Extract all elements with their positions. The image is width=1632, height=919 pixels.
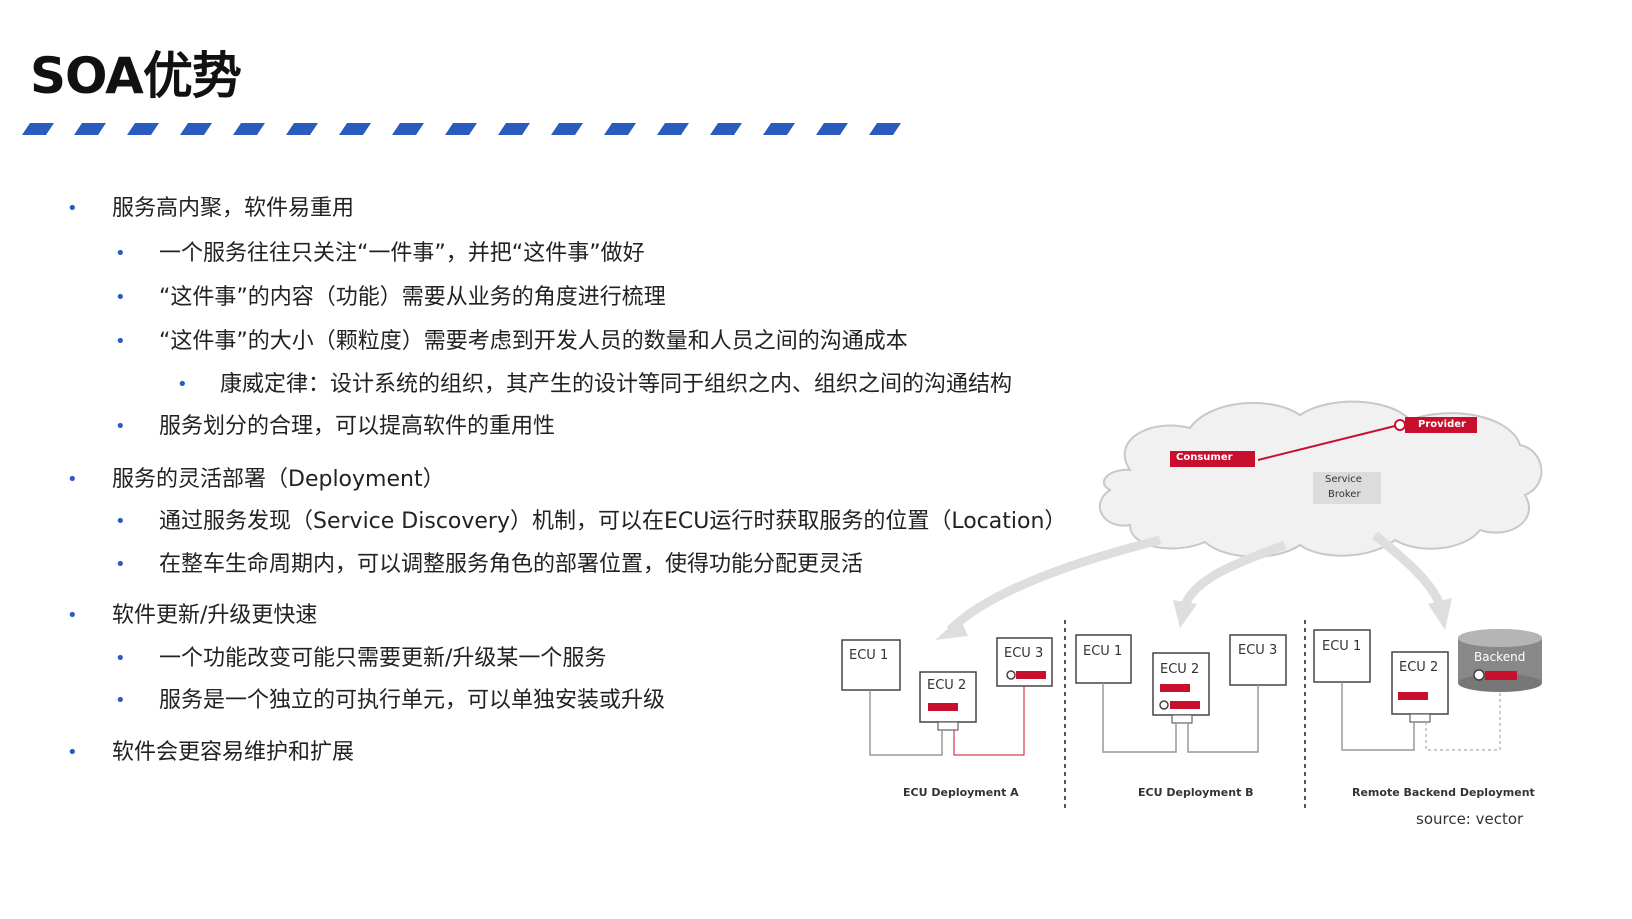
caption-remote-backend: Remote Backend Deployment	[1352, 786, 1535, 799]
list-item: 一个功能改变可能只需要更新/升级某一个服务	[159, 646, 607, 671]
bullet-dot: •	[67, 469, 78, 490]
bullet-dot: •	[67, 605, 78, 626]
bullet-dot: •	[115, 648, 126, 669]
source-note: source: vector	[1416, 810, 1524, 828]
broker-label-2: Broker	[1328, 489, 1361, 500]
ecu2-c-label: ECU 2	[1399, 660, 1439, 675]
caption-deployment-b: ECU Deployment B	[1138, 786, 1254, 799]
bullet-dot: •	[115, 416, 126, 437]
ecu1-b-label: ECU 1	[1083, 644, 1123, 659]
provider-box	[1405, 417, 1477, 433]
ecu3-a-label: ECU 3	[1004, 646, 1044, 661]
ecu1-a-label: ECU 1	[849, 648, 889, 663]
list-item: 服务的灵活部署（Deployment）	[112, 467, 445, 492]
consumer-box	[1170, 451, 1255, 467]
bullet-dot: •	[115, 690, 126, 711]
list-item: 一个服务往往只关注“一件事”，并把“这件事”做好	[159, 241, 645, 266]
service-broker-box	[1313, 472, 1381, 504]
title-underline-stripes	[22, 123, 901, 135]
list-item: “这件事”的内容（功能）需要从业务的角度进行梳理	[159, 285, 666, 310]
list-item: 在整车生命周期内，可以调整服务角色的部署位置，使得功能分配更灵活	[159, 552, 864, 577]
list-item: 康威定律：设计系统的组织，其产生的设计等同于组织之内、组织之间的沟通结构	[220, 372, 1013, 397]
bullet-dot: •	[67, 198, 78, 219]
bullet-dot: •	[115, 331, 126, 352]
ecu2-b-label: ECU 2	[1160, 662, 1200, 677]
list-item: 软件会更容易维护和扩展	[112, 740, 355, 765]
provider-label: Provider	[1418, 419, 1466, 430]
ecu2-a-label: ECU 2	[927, 678, 967, 693]
list-item: 服务是一个独立的可执行单元，可以单独安装或升级	[159, 688, 666, 713]
caption-deployment-a: ECU Deployment A	[903, 786, 1019, 799]
bullet-dot: •	[115, 243, 126, 264]
bullet-dot: •	[115, 511, 126, 532]
bullet-dot: •	[67, 742, 78, 763]
ecu3-b-label: ECU 3	[1238, 643, 1278, 658]
consumer-label: Consumer	[1176, 452, 1233, 463]
list-item: 通过服务发现（Service Discovery）机制，可以在ECU运行时获取服…	[159, 509, 1067, 534]
list-item: 软件更新/升级更快速	[112, 603, 318, 628]
page-title: SOA优势	[30, 47, 242, 105]
ecu1-c-label: ECU 1	[1322, 639, 1362, 654]
soa-deployment-diagram	[841, 400, 1543, 810]
bullet-dot: •	[115, 554, 126, 575]
list-item: 服务高内聚，软件易重用	[112, 196, 355, 221]
backend-label: Backend	[1474, 650, 1526, 664]
broker-label-1: Service	[1325, 474, 1362, 485]
list-item: 服务划分的合理，可以提高软件的重用性	[159, 414, 556, 439]
bullet-dot: •	[177, 374, 188, 395]
bullet-dot: •	[115, 287, 126, 308]
list-item: “这件事”的大小（颗粒度）需要考虑到开发人员的数量和人员之间的沟通成本	[159, 329, 908, 354]
